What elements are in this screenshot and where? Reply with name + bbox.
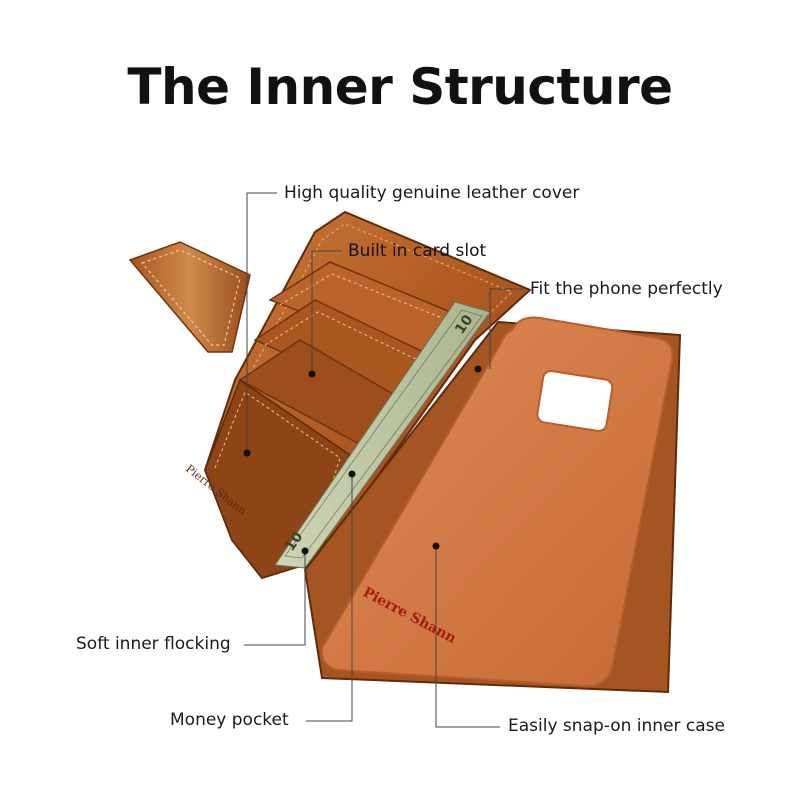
leader-line-inner-case bbox=[435, 548, 500, 728]
clasp-flap bbox=[128, 241, 251, 353]
callout-soft-flocking: Soft inner flocking bbox=[76, 634, 231, 654]
callout-inner-case: Easily snap-on inner case bbox=[508, 716, 725, 736]
leader-line-leather-cover bbox=[246, 192, 277, 450]
callout-fit-phone: Fit the phone perfectly bbox=[530, 279, 723, 299]
card-slots bbox=[238, 261, 467, 456]
leader-line-soft-flocking bbox=[244, 553, 306, 646]
leader-line-money-pocket bbox=[306, 476, 353, 722]
inner-case: Pierre Shann bbox=[303, 316, 682, 694]
page-title: The Inner Structure bbox=[127, 58, 673, 116]
leader-line-card-slot bbox=[311, 250, 342, 372]
leader-dots bbox=[243, 365, 482, 555]
callout-money-pocket: Money pocket bbox=[170, 710, 289, 730]
leader-line-fit-phone bbox=[489, 288, 523, 369]
camera-cutout bbox=[536, 369, 614, 432]
callout-leather-cover: High quality genuine leather cover bbox=[284, 183, 580, 203]
leader-lines bbox=[244, 192, 523, 728]
callout-card-slot: Built in card slot bbox=[348, 241, 487, 261]
